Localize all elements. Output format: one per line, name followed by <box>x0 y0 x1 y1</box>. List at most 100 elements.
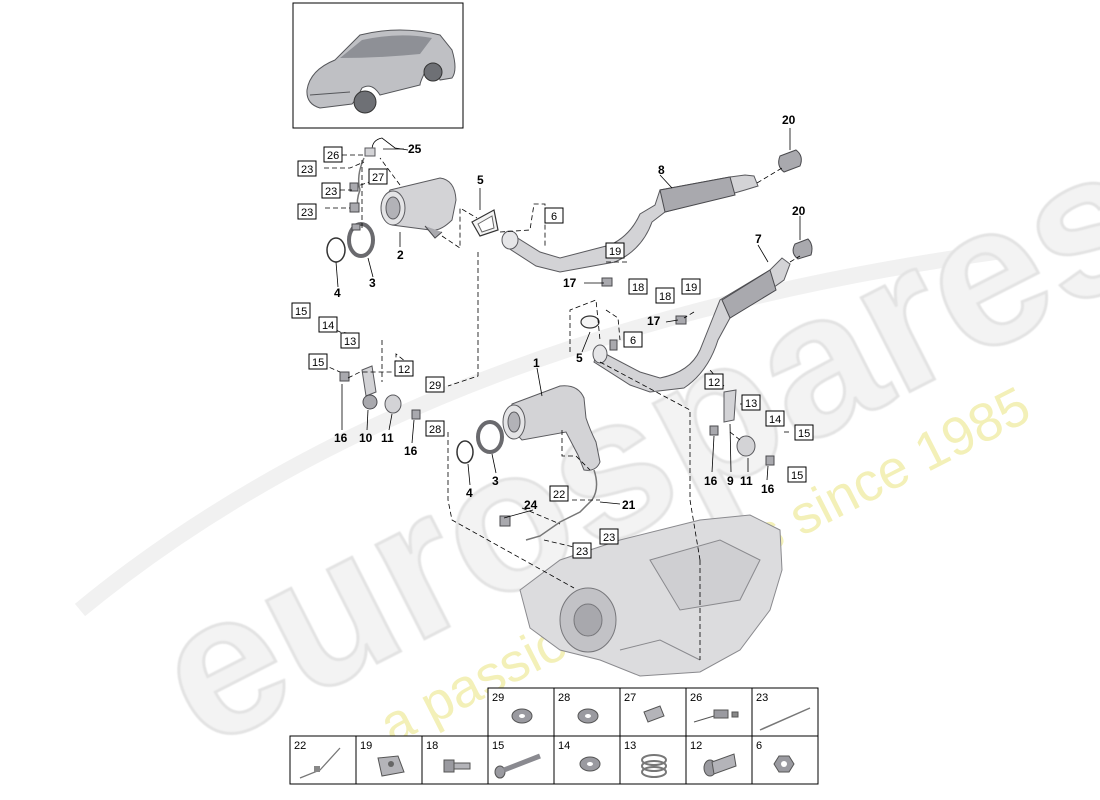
svg-text:28: 28 <box>429 424 441 436</box>
svg-text:15: 15 <box>492 740 504 752</box>
callout-11-left: 11 <box>381 431 394 445</box>
boxed-callouts: 26 23 27 23 23 6 19 18 18 19 6 15 14 13 … <box>291 146 814 559</box>
table-cell-18: 18 <box>426 740 471 773</box>
catalytic-converter-left <box>380 177 457 239</box>
boxed-callout-15-a: 15 <box>291 302 311 319</box>
center-pipe-lower <box>592 257 791 393</box>
svg-text:13: 13 <box>344 336 356 348</box>
gasket-lower <box>580 315 600 329</box>
mount-left <box>339 365 421 420</box>
boxed-callout-26: 26 <box>323 146 343 163</box>
boxed-callout-29: 29 <box>425 376 445 393</box>
oxygen-sensor-upper <box>349 137 409 213</box>
callout-3-upper: 3 <box>369 276 376 290</box>
boxed-callout-19-upper: 19 <box>605 242 625 259</box>
svg-text:13: 13 <box>745 398 757 410</box>
svg-text:13: 13 <box>624 740 636 752</box>
table-cell-14: 14 <box>558 740 601 772</box>
table-cell-15: 15 <box>492 740 541 779</box>
callout-1: 1 <box>533 356 540 370</box>
boxed-callout-14-b: 14 <box>765 410 785 427</box>
table-cell-29: 29 <box>492 692 533 724</box>
callout-4-upper: 4 <box>334 286 341 300</box>
clamp-upper <box>347 222 375 258</box>
callout-17-upper: 17 <box>563 276 577 290</box>
svg-text:29: 29 <box>429 380 441 392</box>
svg-text:27: 27 <box>624 692 636 704</box>
callout-16-c: 16 <box>704 474 718 488</box>
svg-text:19: 19 <box>360 740 372 752</box>
svg-text:19: 19 <box>685 282 697 294</box>
svg-text:23: 23 <box>603 532 615 544</box>
svg-text:15: 15 <box>798 428 810 440</box>
callout-16-d: 16 <box>761 482 775 496</box>
callout-5-upper: 5 <box>477 173 484 187</box>
boxed-callout-23-a: 23 <box>297 160 317 177</box>
svg-text:27: 27 <box>372 172 384 184</box>
oxygen-sensor-lower <box>499 469 598 541</box>
tailpipe-connector-top <box>778 149 802 173</box>
svg-text:22: 22 <box>553 489 565 501</box>
parts-table: 29 28 27 26 23 22 19 18 <box>289 687 819 785</box>
callout-20-mid: 20 <box>792 204 806 218</box>
svg-text:23: 23 <box>301 207 313 219</box>
callout-20-top: 20 <box>782 113 796 127</box>
callout-16-b: 16 <box>404 444 418 458</box>
callout-11-right: 11 <box>740 474 753 488</box>
table-cell-19: 19 <box>360 740 405 777</box>
table-cell-12: 12 <box>690 740 737 777</box>
svg-text:28: 28 <box>558 692 570 704</box>
boxed-callout-13-a: 13 <box>340 332 360 349</box>
svg-text:12: 12 <box>690 740 702 752</box>
svg-text:15: 15 <box>791 470 803 482</box>
svg-text:18: 18 <box>426 740 438 752</box>
callout-24: 24 <box>524 498 538 512</box>
callout-9: 9 <box>727 474 734 488</box>
boxed-callout-6-lower: 6 <box>623 331 643 348</box>
svg-text:12: 12 <box>398 364 410 376</box>
vehicle-thumbnail <box>292 2 464 129</box>
svg-text:23: 23 <box>576 546 588 558</box>
boxed-callout-27: 27 <box>368 168 388 185</box>
center-pipe-upper <box>501 174 759 287</box>
svg-text:23: 23 <box>756 692 768 704</box>
callout-10: 10 <box>359 431 373 445</box>
boxed-callout-18-upper: 18 <box>628 278 648 295</box>
svg-text:19: 19 <box>609 246 621 258</box>
table-cell-26: 26 <box>690 692 739 723</box>
table-cell-28: 28 <box>558 692 599 724</box>
seal-ring-lower <box>456 440 474 464</box>
svg-text:14: 14 <box>558 740 570 752</box>
boxed-callout-22: 22 <box>549 485 569 502</box>
callout-16-a: 16 <box>334 431 348 445</box>
callout-8: 8 <box>658 163 665 177</box>
svg-text:14: 14 <box>769 414 781 426</box>
callout-7: 7 <box>755 232 762 246</box>
callout-21: 21 <box>622 498 636 512</box>
svg-text:26: 26 <box>327 150 339 162</box>
svg-text:14: 14 <box>322 320 334 332</box>
boxed-callout-23-b: 23 <box>321 182 341 199</box>
svg-text:15: 15 <box>295 306 307 318</box>
svg-text:6: 6 <box>551 211 557 223</box>
boxed-callout-15-d: 15 <box>787 466 807 483</box>
clamp-lower <box>476 420 504 454</box>
boxed-callout-6-upper: 6 <box>544 207 564 224</box>
svg-text:22: 22 <box>294 740 306 752</box>
boxed-callout-12-a: 12 <box>394 360 414 377</box>
boxed-callout-23-c: 23 <box>297 203 317 220</box>
boxed-callout-15-b: 15 <box>308 353 328 370</box>
boxed-callout-23-d: 23 <box>599 528 619 545</box>
svg-text:18: 18 <box>659 291 671 303</box>
svg-text:23: 23 <box>325 186 337 198</box>
boxed-callout-12-b: 12 <box>704 373 724 390</box>
callout-5-lower: 5 <box>576 351 583 365</box>
callout-4-lower: 4 <box>466 486 473 500</box>
callout-17-lower: 17 <box>647 314 661 328</box>
seal-ring-upper <box>326 237 346 263</box>
table-cell-6: 6 <box>756 740 795 773</box>
table-cell-27: 27 <box>624 692 665 723</box>
boxed-callout-18-lower: 18 <box>655 287 675 304</box>
